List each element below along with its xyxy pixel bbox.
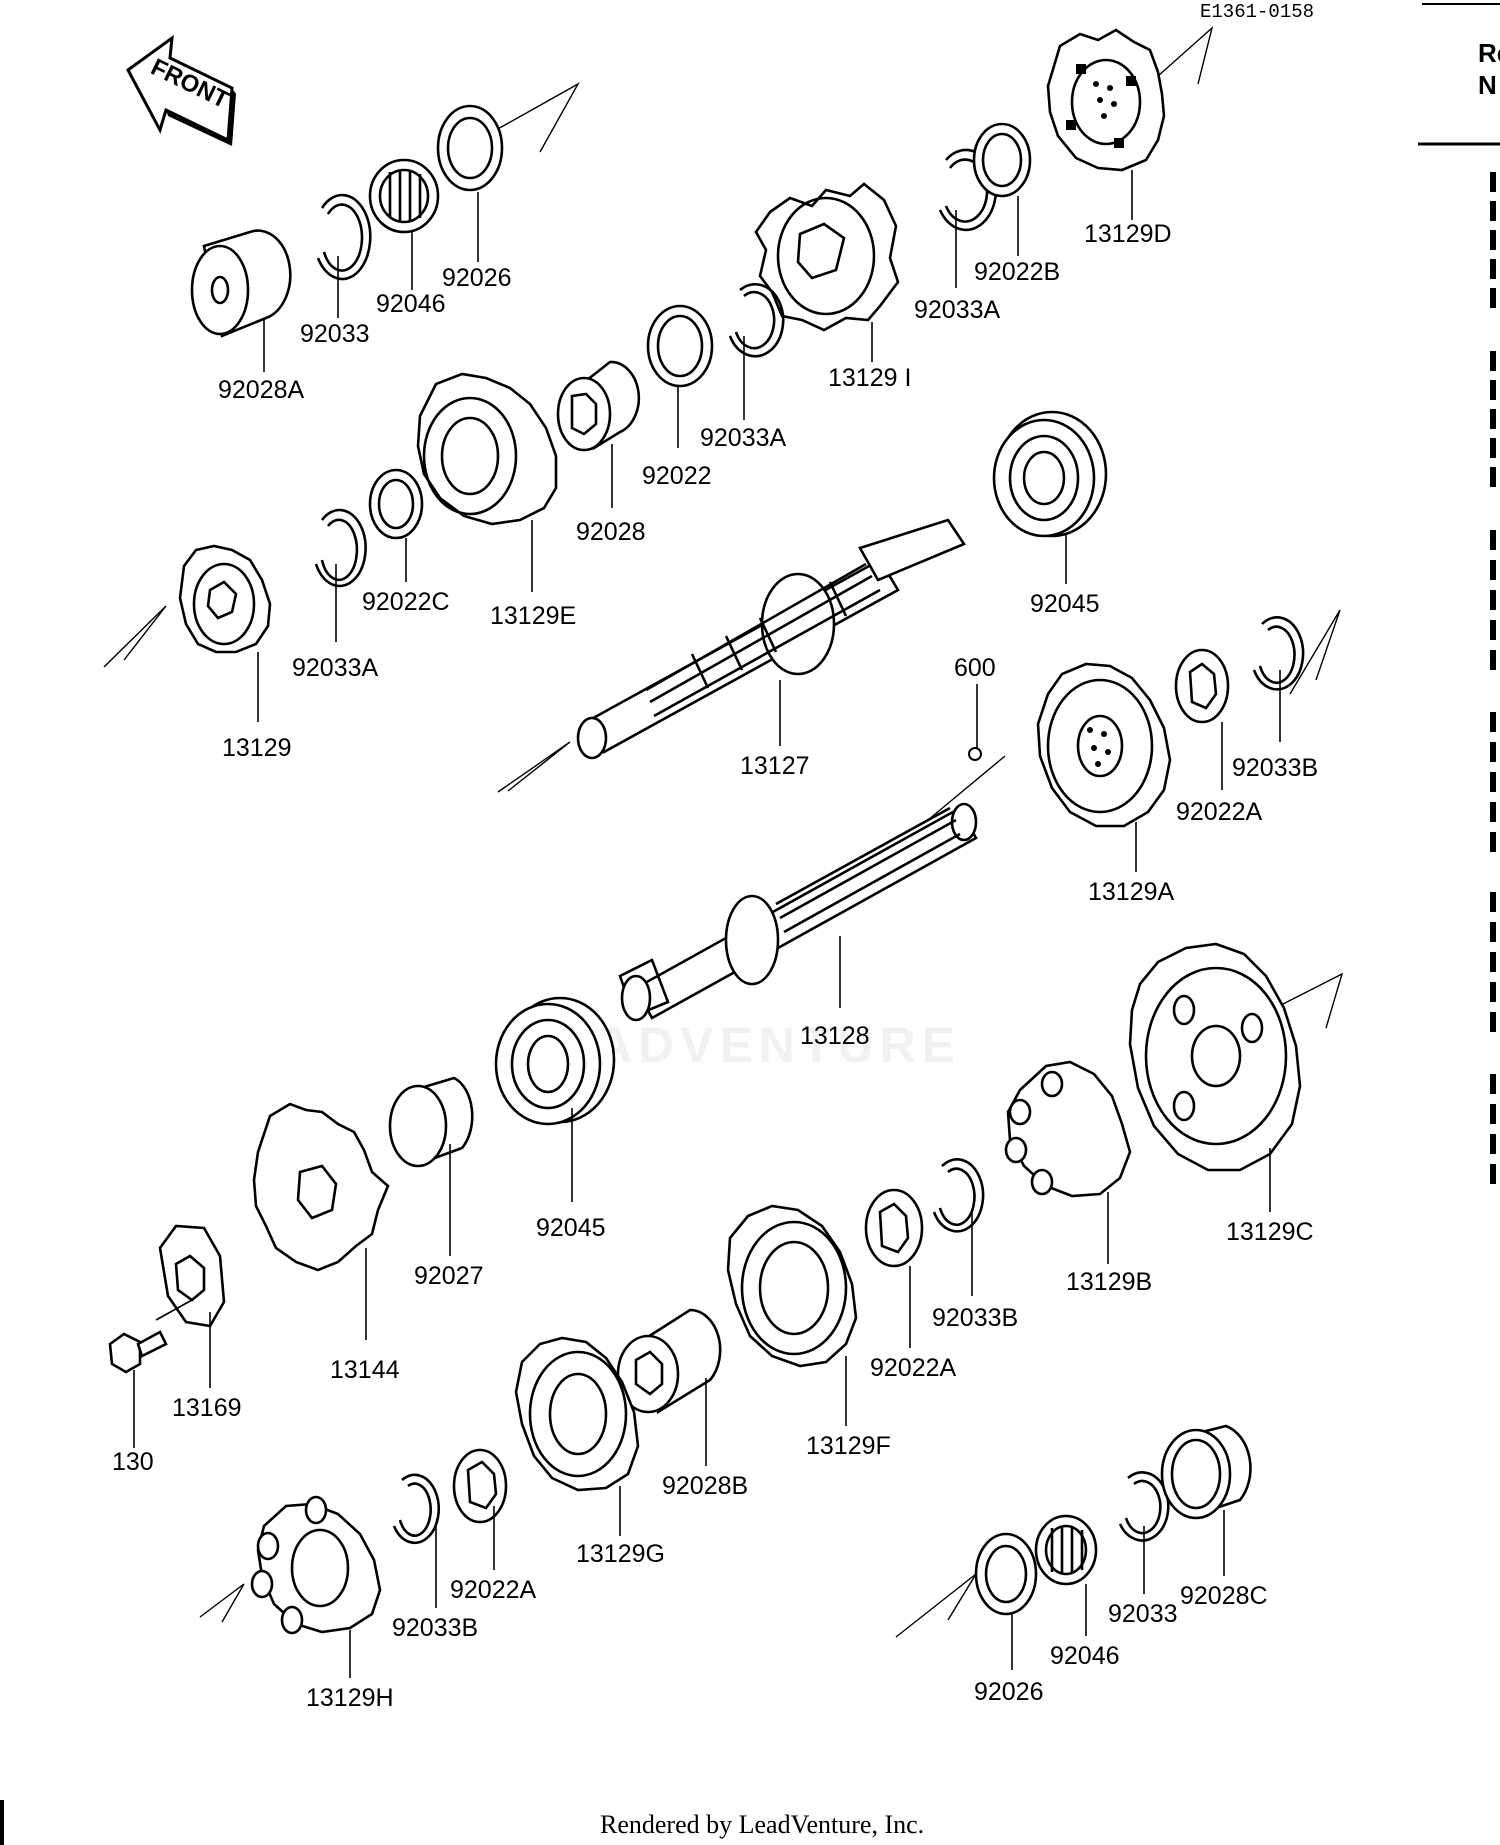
- edge-table: Re N: [1418, 3, 1500, 1184]
- label-92028B: 92028B: [662, 1472, 748, 1500]
- label-92026-low: 92026: [974, 1678, 1044, 1706]
- label-92026-top: 92026: [442, 264, 512, 292]
- label-130: 130: [112, 1448, 154, 1476]
- label-13129G: 13129G: [576, 1540, 665, 1568]
- label-92028C: 92028C: [1180, 1582, 1268, 1610]
- gear-13129A: [1036, 662, 1172, 828]
- bolt-130: [108, 1330, 168, 1374]
- label-92033A-top: 92033A: [914, 296, 1001, 324]
- bushing-92028: [556, 360, 641, 452]
- label-92033A-left: 92033A: [292, 654, 379, 682]
- label-13129E: 13129E: [490, 602, 576, 630]
- label-92033B-mid: 92033B: [932, 1304, 1018, 1332]
- label-13129B: 13129B: [1066, 1268, 1152, 1296]
- circlip-92033A-left: [314, 508, 367, 588]
- label-92022A-low: 92022A: [450, 1576, 537, 1604]
- front-arrow-icon: FRONT: [126, 34, 236, 146]
- washer-92022B: [972, 122, 1032, 198]
- collar-92027: [388, 1076, 474, 1168]
- label-13129A: 13129A: [1088, 878, 1175, 906]
- label-92022A-mid: 92022A: [870, 1354, 957, 1382]
- label-13129C: 13129C: [1226, 1218, 1314, 1246]
- label-92022C: 92022C: [362, 588, 450, 616]
- ball-bearing-92045-top: [992, 410, 1108, 538]
- ball-600: [968, 747, 982, 761]
- shaft-13128: [618, 802, 978, 1022]
- edge-heading-2: N: [1478, 70, 1497, 100]
- gear-13129G: [514, 1336, 640, 1492]
- edge-heading-1: Re: [1478, 38, 1500, 68]
- label-13129D: 13129D: [1084, 220, 1172, 248]
- circlip-92033-low: [1118, 1471, 1170, 1542]
- label-92045-top: 92045: [1030, 590, 1100, 618]
- gear-13129: [178, 544, 272, 654]
- collar-92028C: [1160, 1424, 1252, 1520]
- washer-92022A-low: [452, 1448, 508, 1524]
- label-92028A: 92028A: [218, 376, 305, 404]
- sprocket-13144: [252, 1102, 390, 1272]
- label-13129F: 13129F: [806, 1432, 891, 1460]
- leader-lines: [133, 170, 1281, 1678]
- circlip-92033B-right: [1252, 616, 1305, 691]
- label-92046-top: 92046: [376, 290, 446, 318]
- label-92028: 92028: [576, 518, 646, 546]
- washer-92026-low: [974, 1532, 1038, 1616]
- washer-92022A-mid: [864, 1188, 924, 1268]
- label-13129H: 13129H: [306, 1684, 394, 1712]
- shaft-13127: [576, 518, 966, 760]
- needle-bearing-92046-low: [1034, 1514, 1098, 1586]
- circlip-92033B-mid: [932, 1158, 985, 1233]
- label-92022: 92022: [642, 462, 712, 490]
- label-92033B-low: 92033B: [392, 1614, 478, 1642]
- label-13129I: 13129 I: [828, 364, 911, 392]
- washer-92022C: [368, 468, 424, 540]
- label-13169: 13169: [172, 1394, 242, 1422]
- label-92022A-right: 92022A: [1176, 798, 1263, 826]
- needle-bearing-92046-top: [368, 158, 440, 234]
- circlip-92033A-mid: [728, 282, 785, 358]
- circlip-92033-top: [316, 193, 372, 281]
- gear-13129D: [1046, 28, 1166, 172]
- ball-bearing-92045-low: [494, 996, 616, 1126]
- gear-13129H: [250, 1495, 382, 1635]
- label-13144: 13144: [330, 1356, 400, 1384]
- label-13128: 13128: [800, 1022, 870, 1050]
- label-92022B: 92022B: [974, 258, 1060, 286]
- axis-guides: [103, 25, 1344, 1638]
- washer-92026-top: [436, 104, 504, 192]
- gear-13129E: [416, 372, 558, 526]
- circlip-92033B-low: [392, 1473, 440, 1545]
- label-92033A-mid: 92033A: [700, 424, 787, 452]
- washer-92022A-right: [1174, 648, 1230, 724]
- label-92027: 92027: [414, 1262, 484, 1290]
- label-600: 600: [954, 654, 996, 682]
- label-92045-low: 92045: [536, 1214, 606, 1242]
- gear-13129I: [754, 182, 900, 332]
- label-92033B-right: 92033B: [1232, 754, 1318, 782]
- gear-13129F: [726, 1204, 858, 1368]
- footer-credit: Rendered by LeadVenture, Inc.: [600, 1810, 924, 1839]
- bushing-92028B: [616, 1308, 722, 1415]
- plate-13169: [158, 1224, 226, 1328]
- figure-code: E1361-0158: [1200, 1, 1314, 23]
- washer-92022: [646, 304, 714, 388]
- collar-92028A: [190, 229, 292, 338]
- label-92033-top: 92033: [300, 320, 370, 348]
- label-13129: 13129: [222, 734, 292, 762]
- label-13127: 13127: [740, 752, 810, 780]
- left-edge-mark: [0, 1800, 4, 1845]
- part-labels: 92028A 92033 92046 92026 13129 I 92033A …: [112, 220, 1318, 1712]
- gear-13129B: [1004, 1060, 1132, 1198]
- label-92033-low: 92033: [1108, 1600, 1178, 1628]
- gear-13129C: [1128, 942, 1302, 1172]
- label-92046-low: 92046: [1050, 1642, 1120, 1670]
